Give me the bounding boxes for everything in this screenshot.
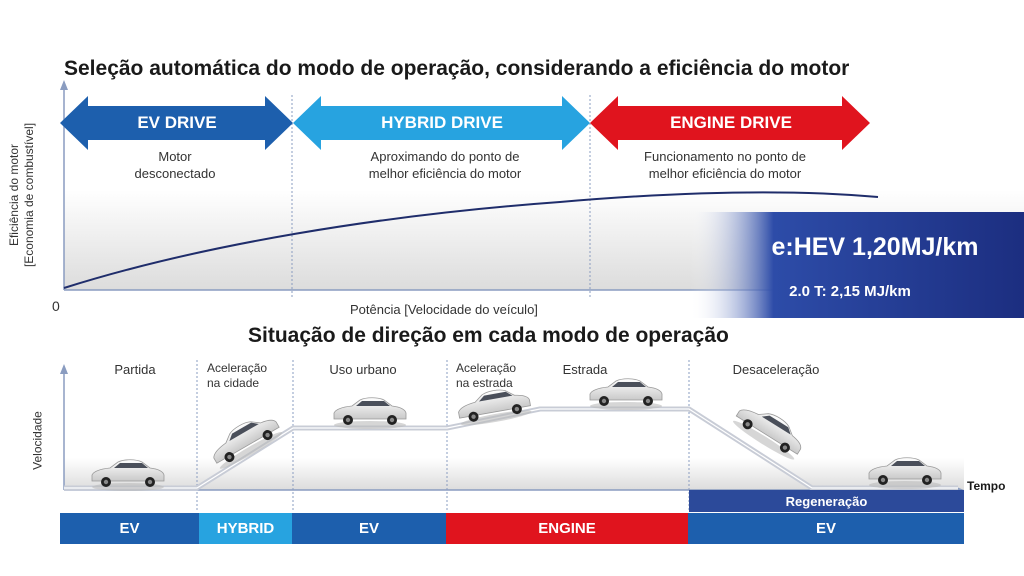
car-icon-decel bbox=[730, 397, 810, 464]
phase-label-highway-accel-line1: Aceleração bbox=[456, 361, 517, 375]
phase-label-urban-line1: Uso urbano bbox=[329, 362, 397, 377]
arrow-ev-drive bbox=[60, 96, 293, 150]
mode-bar: EV HYBRID EV ENGINE EV bbox=[60, 513, 964, 544]
ev-drive-desc: Motor desconectado bbox=[95, 148, 255, 182]
bottom-x-axis-label: Tempo bbox=[967, 479, 1006, 493]
phase-label-highway-accel: Aceleração na estrada bbox=[456, 361, 546, 391]
hybrid-drive-desc-line2: melhor eficiência do motor bbox=[368, 166, 522, 181]
efficiency-badge-bg bbox=[690, 212, 1024, 318]
arrow-hybrid-drive bbox=[293, 96, 590, 150]
efficiency-curve bbox=[63, 191, 879, 289]
phase-label-highway-line1: Estrada bbox=[562, 362, 608, 377]
regeneration-label: Regeneração bbox=[785, 494, 868, 509]
phase-label-city-accel: Aceleração na cidade bbox=[207, 361, 295, 391]
hybrid-drive-desc: Aproximando do ponto de melhor eficiênci… bbox=[325, 148, 565, 182]
mode-bar-ev-1: EV bbox=[60, 513, 199, 544]
mode-bar-ev-2: EV bbox=[292, 513, 446, 544]
engine-drive-desc: Funcionamento no ponto de melhor eficiên… bbox=[605, 148, 845, 182]
top-x-axis-label: Potência [Velocidade do veículo] bbox=[350, 302, 538, 317]
top-y-axis-arrow bbox=[60, 80, 68, 90]
top-chart bbox=[60, 80, 1024, 318]
phase-label-partida: Partida bbox=[80, 361, 190, 378]
efficiency-badge-main: e:HEV 1,20MJ/km bbox=[771, 233, 979, 261]
engine-drive-desc-line1: Funcionamento no ponto de bbox=[644, 149, 806, 164]
car-icon-highway-accel bbox=[455, 384, 533, 429]
regeneration-band bbox=[689, 490, 964, 512]
arrow-engine-drive bbox=[590, 96, 870, 150]
top-origin-label: 0 bbox=[52, 298, 60, 314]
ev-drive-desc-line2: desconectado bbox=[134, 166, 216, 181]
hybrid-drive-label: HYBRID DRIVE bbox=[381, 113, 503, 132]
phase-label-highway-accel-line2: na estrada bbox=[456, 376, 513, 390]
engine-drive-label: ENGINE DRIVE bbox=[670, 113, 792, 132]
hybrid-drive-desc-line1: Aproximando do ponto de bbox=[370, 149, 520, 164]
phase-label-partida-line1: Partida bbox=[114, 362, 156, 377]
ev-drive-label: EV DRIVE bbox=[137, 113, 217, 132]
top-title: Seleção automática do modo de operação, … bbox=[64, 57, 850, 80]
ev-drive-desc-line1: Motor bbox=[158, 149, 192, 164]
phase-label-city-accel-line1: Aceleração bbox=[207, 361, 268, 375]
bottom-bg-band bbox=[64, 458, 964, 490]
mode-bar-engine: ENGINE bbox=[446, 513, 688, 544]
bottom-y-axis-label: Velocidade bbox=[30, 411, 45, 470]
phase-label-decel-line1: Desaceleração bbox=[732, 362, 820, 377]
phase-label-decel: Desaceleração bbox=[716, 361, 836, 378]
bottom-y-axis-arrow bbox=[60, 364, 68, 374]
phase-label-urban: Uso urbano bbox=[303, 361, 423, 378]
mode-bar-hybrid: HYBRID bbox=[199, 513, 292, 544]
efficiency-badge-sub: 2.0 T: 2,15 MJ/km bbox=[789, 283, 911, 300]
phase-label-highway: Estrada bbox=[545, 361, 625, 378]
car-icon-highway bbox=[589, 378, 663, 411]
phase-label-city-accel-line2: na cidade bbox=[207, 376, 260, 390]
engine-drive-desc-line2: melhor eficiência do motor bbox=[648, 166, 802, 181]
mode-bar-ev-3: EV bbox=[688, 513, 964, 544]
car-icon-urban bbox=[333, 397, 407, 430]
bottom-title: Situação de direção em cada modo de oper… bbox=[248, 324, 729, 347]
